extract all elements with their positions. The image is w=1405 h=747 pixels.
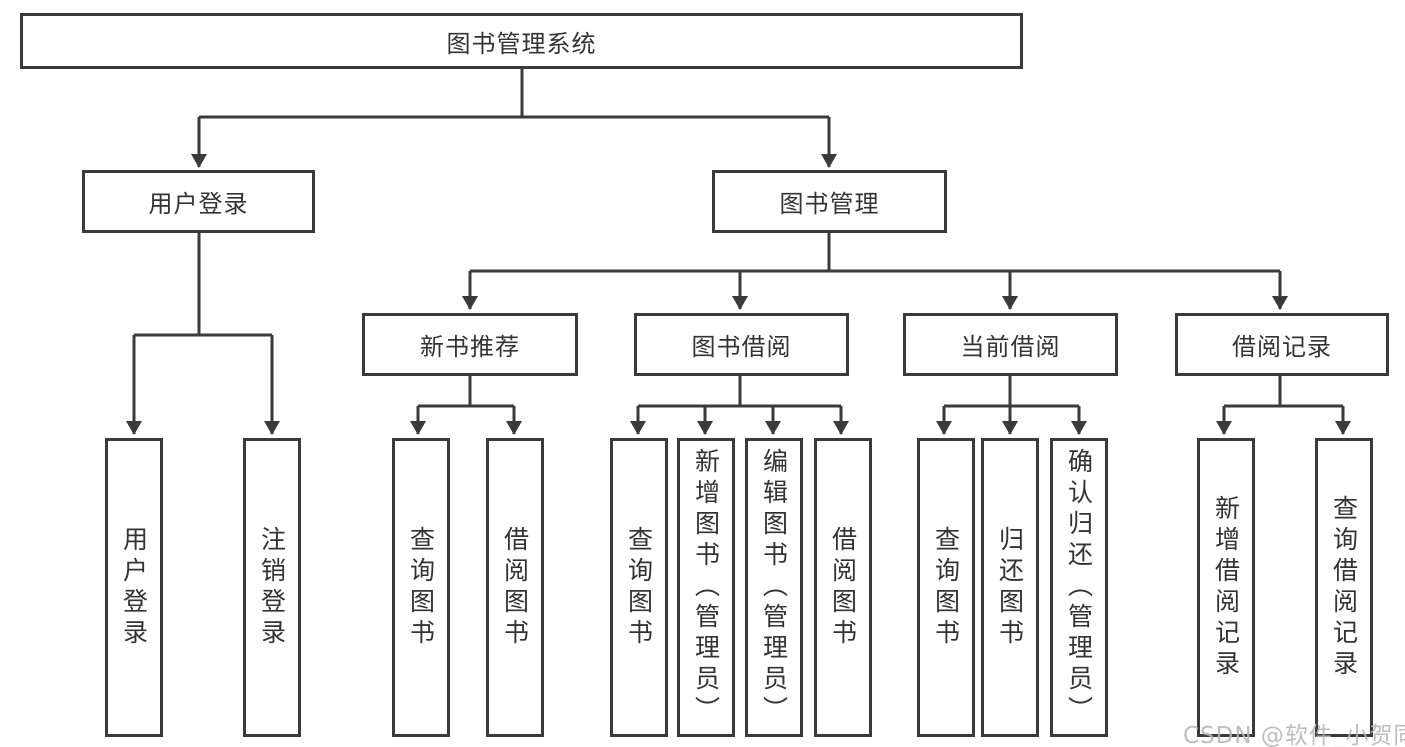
- node-label: 新增借阅记录: [1211, 494, 1241, 681]
- node-book-management: 图书管理: [712, 170, 947, 233]
- node-label: 注销登录: [257, 525, 287, 650]
- leaf-return-books: 归还图书: [981, 438, 1039, 737]
- node-label: 借阅图书: [828, 525, 858, 650]
- node-label: 确认归还（管理员）: [1064, 448, 1094, 727]
- leaf-query-borrowing-record: 查询借阅记录: [1315, 438, 1373, 737]
- node-label: 新书推荐: [420, 333, 520, 361]
- node-label: 用户登录: [119, 525, 149, 650]
- node-book-borrowing: 图书借阅: [634, 313, 849, 376]
- node-label: 查询图书: [406, 525, 436, 650]
- node-label: 归还图书: [995, 525, 1025, 650]
- node-borrowing-records: 借阅记录: [1175, 313, 1389, 376]
- node-label: 查询图书: [931, 525, 961, 650]
- node-label: 图书管理: [779, 190, 880, 218]
- node-new-book-recommendation: 新书推荐: [362, 313, 578, 376]
- node-library-management-system: 图书管理系统: [20, 13, 1023, 69]
- leaf-query-books: 查询图书: [392, 438, 450, 737]
- leaf-logout: 注销登录: [243, 438, 301, 737]
- leaf-borrow-books: 借阅图书: [814, 438, 872, 737]
- leaf-confirm-return-admin: 确认归还（管理员）: [1050, 438, 1108, 737]
- leaf-user-login: 用户登录: [105, 438, 163, 737]
- csdn-watermark: CSDN @软件_小贺同学: [1183, 723, 1405, 747]
- node-label: 图书借阅: [691, 333, 792, 361]
- node-label: 新增图书（管理员）: [691, 448, 721, 727]
- node-label: 编辑图书（管理员）: [759, 448, 789, 727]
- node-label: 图书管理系统: [446, 29, 597, 58]
- leaf-edit-books-admin: 编辑图书（管理员）: [745, 438, 803, 737]
- leaf-query-books: 查询图书: [917, 438, 975, 737]
- node-current-borrowing: 当前借阅: [903, 313, 1118, 376]
- node-label: 用户登录: [148, 190, 249, 218]
- node-user-login: 用户登录: [82, 170, 315, 233]
- node-label: 查询图书: [624, 525, 654, 650]
- leaf-add-books-admin: 新增图书（管理员）: [677, 438, 735, 737]
- node-label: 借阅记录: [1232, 333, 1332, 361]
- leaf-query-books: 查询图书: [610, 438, 668, 737]
- leaf-borrow-books: 借阅图书: [486, 438, 544, 737]
- node-label: 借阅图书: [500, 525, 530, 650]
- leaf-add-borrowing-record: 新增借阅记录: [1197, 438, 1255, 737]
- node-label: 当前借阅: [960, 333, 1061, 361]
- node-label: 查询借阅记录: [1329, 494, 1359, 681]
